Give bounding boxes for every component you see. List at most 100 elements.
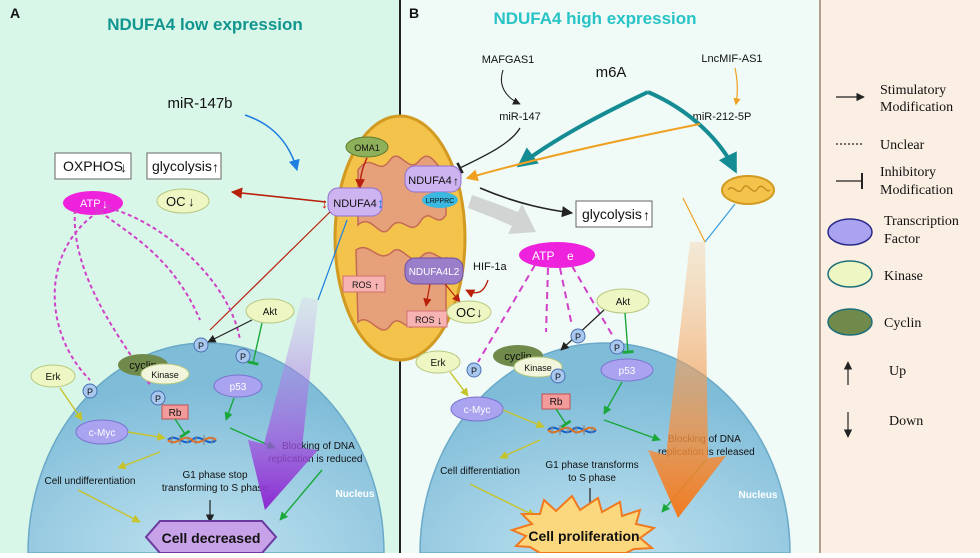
akt-inhibits-p53-a — [247, 322, 263, 366]
dna-to-undiff-a — [117, 451, 161, 470]
ndufa4l2-to-oc — [444, 283, 461, 303]
purple-flow-arrow — [248, 297, 318, 510]
cmyc-label-b: c-Myc — [464, 405, 491, 416]
mir212-label: miR-212-5P — [693, 111, 752, 123]
undiff-label-a: Cell undifferentiation — [45, 476, 136, 487]
legend-stim-2: Modification — [880, 100, 953, 115]
erk-node-b — [415, 350, 461, 374]
phospho-node-b2 — [609, 339, 625, 355]
p53-node-b — [600, 358, 654, 382]
kinase-label-b: Kinase — [524, 363, 552, 373]
oxphos-box — [54, 152, 132, 180]
oc-node-a — [156, 188, 210, 214]
blocking-to-outcome-a — [279, 469, 323, 521]
gray-flow-arrow — [468, 195, 536, 234]
lrpprc-label: LRPPRC — [426, 198, 454, 205]
glycolysis-box-b — [575, 200, 653, 228]
m6a-label: m6A — [596, 64, 627, 81]
cmyc-to-dna-b — [502, 409, 545, 428]
atp-label-b: ATP — [532, 249, 554, 263]
phospho-label-a1: P — [198, 341, 204, 351]
kinase-node-a — [140, 363, 190, 385]
atp-down-icon-a: ↓ — [102, 197, 108, 211]
ros-box-a — [342, 275, 386, 293]
mir212-to-ndufa4 — [465, 123, 701, 182]
blocking-label-a2: replication is reduced — [268, 454, 363, 465]
legend-inhib-1: Inhibitory — [880, 165, 936, 180]
atp-dashed-to-cyclin — [94, 206, 201, 321]
ros-label-a: ROS — [352, 280, 372, 290]
erk-label-a: Erk — [46, 372, 62, 383]
akt-inhibits-p53-b — [622, 312, 634, 354]
phospho-label-b4: P — [555, 372, 561, 382]
ndufa4l2-to-ros — [423, 283, 432, 307]
legend-stim-1: Stimulatory — [880, 83, 946, 98]
phospho-node-b3 — [466, 362, 482, 378]
phospho-label-a4: P — [155, 394, 161, 404]
akt-label-a: Akt — [263, 307, 278, 318]
kinase-node-b — [513, 356, 563, 378]
m6a-to-mir212 — [647, 90, 737, 174]
phospho-node-a4 — [150, 390, 166, 406]
legend-cyclin: Cyclin — [884, 316, 921, 331]
ndufa4-to-glycolysis-b — [479, 187, 574, 218]
ros-up-icon-a: ↑ — [374, 281, 379, 292]
legend-kinase: Kinase — [884, 269, 923, 284]
small-mito-line — [704, 203, 736, 243]
oc-down-icon-b: ↓ — [476, 305, 483, 320]
panel-a-letter: A — [10, 5, 20, 21]
panel-b-title: NDUFA4 high expression — [493, 9, 696, 28]
panel-a-title: NDUFA4 low expression — [107, 15, 303, 34]
glycolysis-up-icon: ↑ — [212, 159, 219, 175]
outcome-badge-b — [509, 494, 657, 554]
legend: Stimulatory Modification Unclear Inhibit… — [827, 83, 959, 438]
diff-to-outcome-b — [469, 483, 536, 517]
glycolysis-label-b: glycolysis — [582, 206, 642, 222]
ndufa4-node-a — [327, 187, 383, 217]
phospho-node-a2 — [235, 348, 251, 364]
ros-label-b: ROS — [415, 315, 435, 325]
phospho-node-a1 — [193, 337, 209, 353]
p53-label-b: p53 — [619, 366, 636, 377]
glycolysis-up-icon-b: ↑ — [643, 207, 650, 223]
m6a-to-ndufa4 — [516, 90, 649, 168]
erk-to-cmyc-a — [59, 387, 83, 421]
oma1-arrow — [355, 157, 368, 189]
legend-kinase-icon — [827, 260, 873, 288]
ndufa4-to-metabolism-arrow — [230, 187, 327, 203]
legend-tf-1: Transcription — [884, 214, 959, 229]
phospho-label-a2: P — [240, 352, 246, 362]
lncmif-to-mir212 — [733, 67, 741, 106]
nucleus-label-b: Nucleus — [739, 490, 778, 501]
panel-b-letter: B — [409, 5, 419, 21]
akt-to-cyclin-arrow-a — [207, 319, 253, 343]
phospho-node-b1 — [570, 328, 586, 344]
p53-node-a — [213, 374, 263, 398]
mir147-label: miR-147 — [499, 111, 541, 123]
ndufa4-up-icon-b: ↑ — [453, 174, 459, 188]
cmyc-label-a: c-Myc — [89, 428, 116, 439]
phospho-label-b1: P — [575, 332, 581, 342]
e-label-b: e — [567, 249, 574, 263]
mir147b-label: miR-147b — [167, 95, 232, 112]
oc-label-b: OC — [456, 305, 476, 320]
g1-label-a2: transforming to S phase — [162, 483, 269, 494]
rb-inhibits-dna-a — [174, 418, 191, 439]
ndufa4l2-node — [404, 257, 464, 285]
oma1-label: OMA1 — [354, 143, 380, 153]
rb-label-a: Rb — [169, 408, 182, 419]
dna-to-diff-b — [499, 439, 541, 459]
outcome-label-b: Cell proliferation — [528, 528, 639, 544]
legend-transcription-factor-icon — [827, 218, 873, 246]
legend-unclear: Unclear — [880, 138, 925, 153]
diff-label-b: Cell differentiation — [440, 466, 520, 477]
p53-to-dna-b — [603, 381, 623, 415]
oxphos-down-icon: ↓ — [120, 159, 127, 175]
cmyc-to-dna-a — [127, 431, 166, 441]
ndufa4-blue-line — [317, 219, 348, 301]
orange-junction-line — [682, 197, 706, 243]
rb-label-b: Rb — [550, 397, 563, 408]
undiff-to-outcome-a — [77, 489, 141, 523]
hif1a-label: HIF-1a — [473, 261, 508, 273]
